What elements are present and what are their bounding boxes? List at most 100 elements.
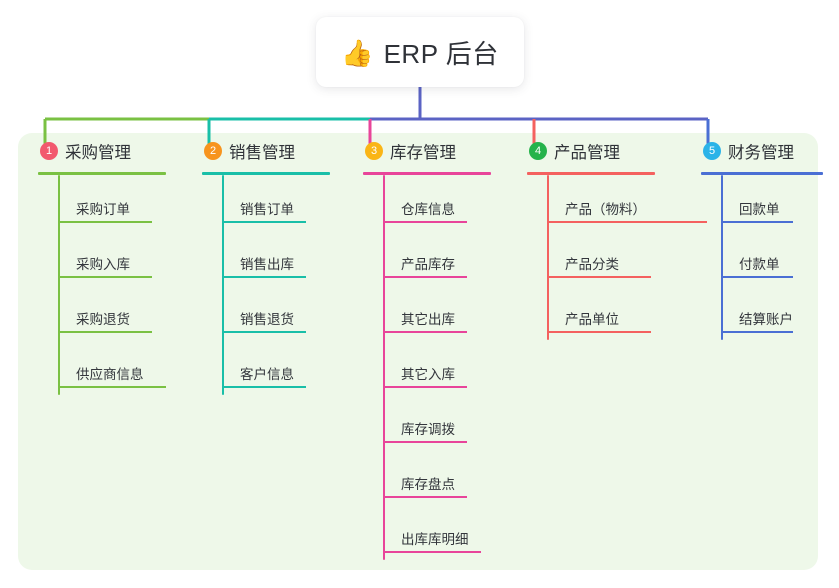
branch-item[interactable]: 采购订单 — [58, 175, 166, 230]
branch-item-label: 其它入库 — [401, 367, 455, 382]
branch-item-list: 采购订单采购入库采购退货供应商信息 — [58, 175, 166, 395]
branch-header-underline — [701, 172, 823, 175]
branch-item-underline — [222, 221, 306, 223]
branch-item-label: 客户信息 — [240, 367, 294, 382]
branch-item-label: 回款单 — [739, 202, 780, 217]
branch-item-underline — [222, 331, 306, 333]
branch-item-underline — [547, 221, 707, 223]
branch-item-underline — [383, 276, 467, 278]
branch-item-underline — [58, 221, 152, 223]
branch-item-list: 产品（物料） 产品分类产品单位 — [547, 175, 707, 340]
branch-spine — [222, 175, 224, 395]
branch-item-underline — [721, 331, 793, 333]
branch-item-underline — [222, 386, 306, 388]
branch-item[interactable]: 付款单 — [721, 230, 823, 285]
branch-header-3[interactable]: 3 库存管理 — [363, 133, 491, 169]
branch-item[interactable]: 采购退货 — [58, 285, 166, 340]
branch-item[interactable]: 库存盘点 — [383, 450, 491, 505]
branch-item[interactable]: 客户信息 — [222, 340, 330, 395]
branch-item[interactable]: 产品（物料） — [547, 175, 707, 230]
branch-item-underline — [383, 386, 467, 388]
branch-item[interactable]: 其它出库 — [383, 285, 491, 340]
branch-item-underline — [383, 441, 467, 443]
root-title: ERP 后台 — [383, 38, 499, 69]
branch-item-list: 回款单付款单结算账户 — [721, 175, 823, 340]
branch-spine — [721, 175, 723, 340]
branch-item-label: 采购退货 — [76, 312, 130, 327]
branch-item[interactable]: 销售订单 — [222, 175, 330, 230]
branch-title: 产品管理 — [554, 144, 620, 162]
branch-item-label: 销售退货 — [240, 312, 294, 327]
branch-item-label: 结算账户 — [739, 312, 793, 327]
branch-item-label: 供应商信息 — [76, 367, 144, 382]
branch-item-label: 出库库明细 — [401, 532, 469, 547]
branch-item-label: 付款单 — [739, 257, 780, 272]
branch-item-list: 销售订单销售出库销售退货客户信息 — [222, 175, 330, 395]
branch-item-label: 仓库信息 — [401, 202, 455, 217]
branch-number-badge: 5 — [703, 142, 721, 160]
branch-item-underline — [547, 276, 651, 278]
branch-item-label: 采购订单 — [76, 202, 130, 217]
branch-item-underline — [58, 331, 152, 333]
branch-item-label: 产品分类 — [565, 257, 619, 272]
branch-item-label: 产品库存 — [401, 257, 455, 272]
branch-column-5: 5 财务管理回款单付款单结算账户 — [701, 133, 823, 340]
thumbs-up-emoji: 👍 — [341, 38, 374, 68]
branch-title: 库存管理 — [390, 144, 456, 162]
branch-spine — [58, 175, 60, 395]
branch-item-underline — [383, 496, 467, 498]
branch-item-label: 产品单位 — [565, 312, 619, 327]
branch-item[interactable]: 出库库明细 — [383, 505, 491, 560]
branch-header-underline — [363, 172, 491, 175]
branch-item[interactable]: 回款单 — [721, 175, 823, 230]
branch-item[interactable]: 结算账户 — [721, 285, 823, 340]
branch-item-underline — [383, 551, 481, 553]
branch-title: 采购管理 — [65, 144, 131, 162]
branch-header-underline — [527, 172, 655, 175]
branch-item[interactable]: 销售退货 — [222, 285, 330, 340]
branch-number-badge: 1 — [40, 142, 58, 160]
branch-item-underline — [58, 386, 166, 388]
branch-item[interactable]: 产品分类 — [547, 230, 655, 285]
branch-item[interactable]: 仓库信息 — [383, 175, 491, 230]
branch-title: 财务管理 — [728, 144, 794, 162]
branch-item[interactable]: 其它入库 — [383, 340, 491, 395]
branch-column-1: 1 采购管理采购订单采购入库采购退货供应商信息 — [38, 133, 166, 395]
branch-item-underline — [547, 331, 651, 333]
branch-number-badge: 4 — [529, 142, 547, 160]
branch-item[interactable]: 销售出库 — [222, 230, 330, 285]
branch-header-1[interactable]: 1 采购管理 — [38, 133, 166, 169]
branch-column-3: 3 库存管理仓库信息产品库存其它出库其它入库库存调拨库存盘点出库库明细 — [363, 133, 491, 560]
branch-header-underline — [202, 172, 330, 175]
branch-item-list: 仓库信息产品库存其它出库其它入库库存调拨库存盘点出库库明细 — [383, 175, 491, 560]
branch-item-underline — [383, 331, 467, 333]
root-node[interactable]: 👍 ERP 后台 — [316, 17, 524, 87]
branch-item-label: 销售出库 — [240, 257, 294, 272]
branch-spine — [383, 175, 385, 560]
branch-header-4[interactable]: 4 产品管理 — [527, 133, 655, 169]
branch-item[interactable]: 产品库存 — [383, 230, 491, 285]
branch-item-label: 库存调拨 — [401, 422, 455, 437]
branch-item-underline — [721, 276, 793, 278]
branch-item[interactable]: 供应商信息 — [58, 340, 166, 395]
branch-item-underline — [383, 221, 467, 223]
branch-column-4: 4 产品管理产品（物料） 产品分类产品单位 — [527, 133, 707, 340]
branch-header-underline — [38, 172, 166, 175]
branch-header-5[interactable]: 5 财务管理 — [701, 133, 823, 169]
branch-number-badge: 3 — [365, 142, 383, 160]
branch-item-label: 销售订单 — [240, 202, 294, 217]
branch-item[interactable]: 库存调拨 — [383, 395, 491, 450]
branch-item-underline — [58, 276, 152, 278]
branch-item-underline — [222, 276, 306, 278]
branch-item-label: 产品（物料） — [565, 202, 646, 217]
branch-item-label: 采购入库 — [76, 257, 130, 272]
branch-item-underline — [721, 221, 793, 223]
branch-spine — [547, 175, 549, 340]
branch-title: 销售管理 — [229, 144, 295, 162]
branch-item-label: 库存盘点 — [401, 477, 455, 492]
branch-item[interactable]: 采购入库 — [58, 230, 166, 285]
branch-item[interactable]: 产品单位 — [547, 285, 655, 340]
